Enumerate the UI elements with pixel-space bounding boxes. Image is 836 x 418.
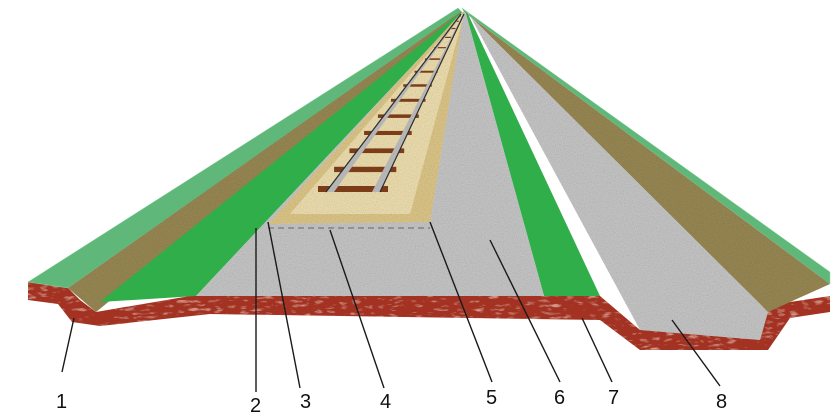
gravel-grey-right [466, 12, 768, 340]
callout-7: 7 [608, 387, 619, 409]
sleeper [318, 186, 388, 192]
sleeper [424, 58, 443, 60]
shoulder-grey-right [430, 12, 544, 296]
gravel-brown-left [68, 12, 462, 312]
leader-6 [489, 239, 561, 383]
green-band-right [466, 12, 600, 296]
callout-4: 4 [380, 391, 391, 413]
ballast-top [290, 14, 464, 214]
green-band-left [100, 12, 463, 302]
leader-lines [61, 221, 721, 392]
callout-2: 2 [250, 395, 261, 417]
sleeper [334, 166, 397, 173]
rail-right-edge [379, 13, 465, 193]
gravel-brown-right [464, 12, 830, 312]
sleeper [403, 84, 432, 87]
sleeper [414, 70, 438, 73]
callout-6: 6 [554, 387, 565, 409]
rail-left-edge [325, 13, 462, 193]
leader-8 [671, 319, 721, 387]
callout-8: 8 [716, 391, 727, 413]
leader-4 [329, 229, 385, 389]
sleeper [449, 27, 456, 30]
soil-layer [28, 282, 830, 350]
sleeper [434, 47, 448, 49]
sleeper [442, 36, 453, 38]
leader-3 [267, 221, 301, 389]
sleeper [377, 114, 419, 118]
sleeper [455, 20, 459, 22]
leader-5 [429, 221, 493, 383]
leader-1 [61, 317, 75, 373]
soil-left [28, 282, 830, 350]
sleeper [390, 98, 426, 102]
leader-7 [581, 317, 613, 383]
callout-5: 5 [486, 387, 497, 409]
sleeper [349, 148, 405, 154]
callout-1: 1 [56, 391, 67, 413]
sleeper [364, 130, 412, 136]
callout-labels: 1 2 3 4 5 6 7 8 [56, 387, 727, 417]
rail-right [372, 14, 464, 192]
sleepers [318, 15, 461, 192]
callout-3: 3 [300, 391, 311, 413]
